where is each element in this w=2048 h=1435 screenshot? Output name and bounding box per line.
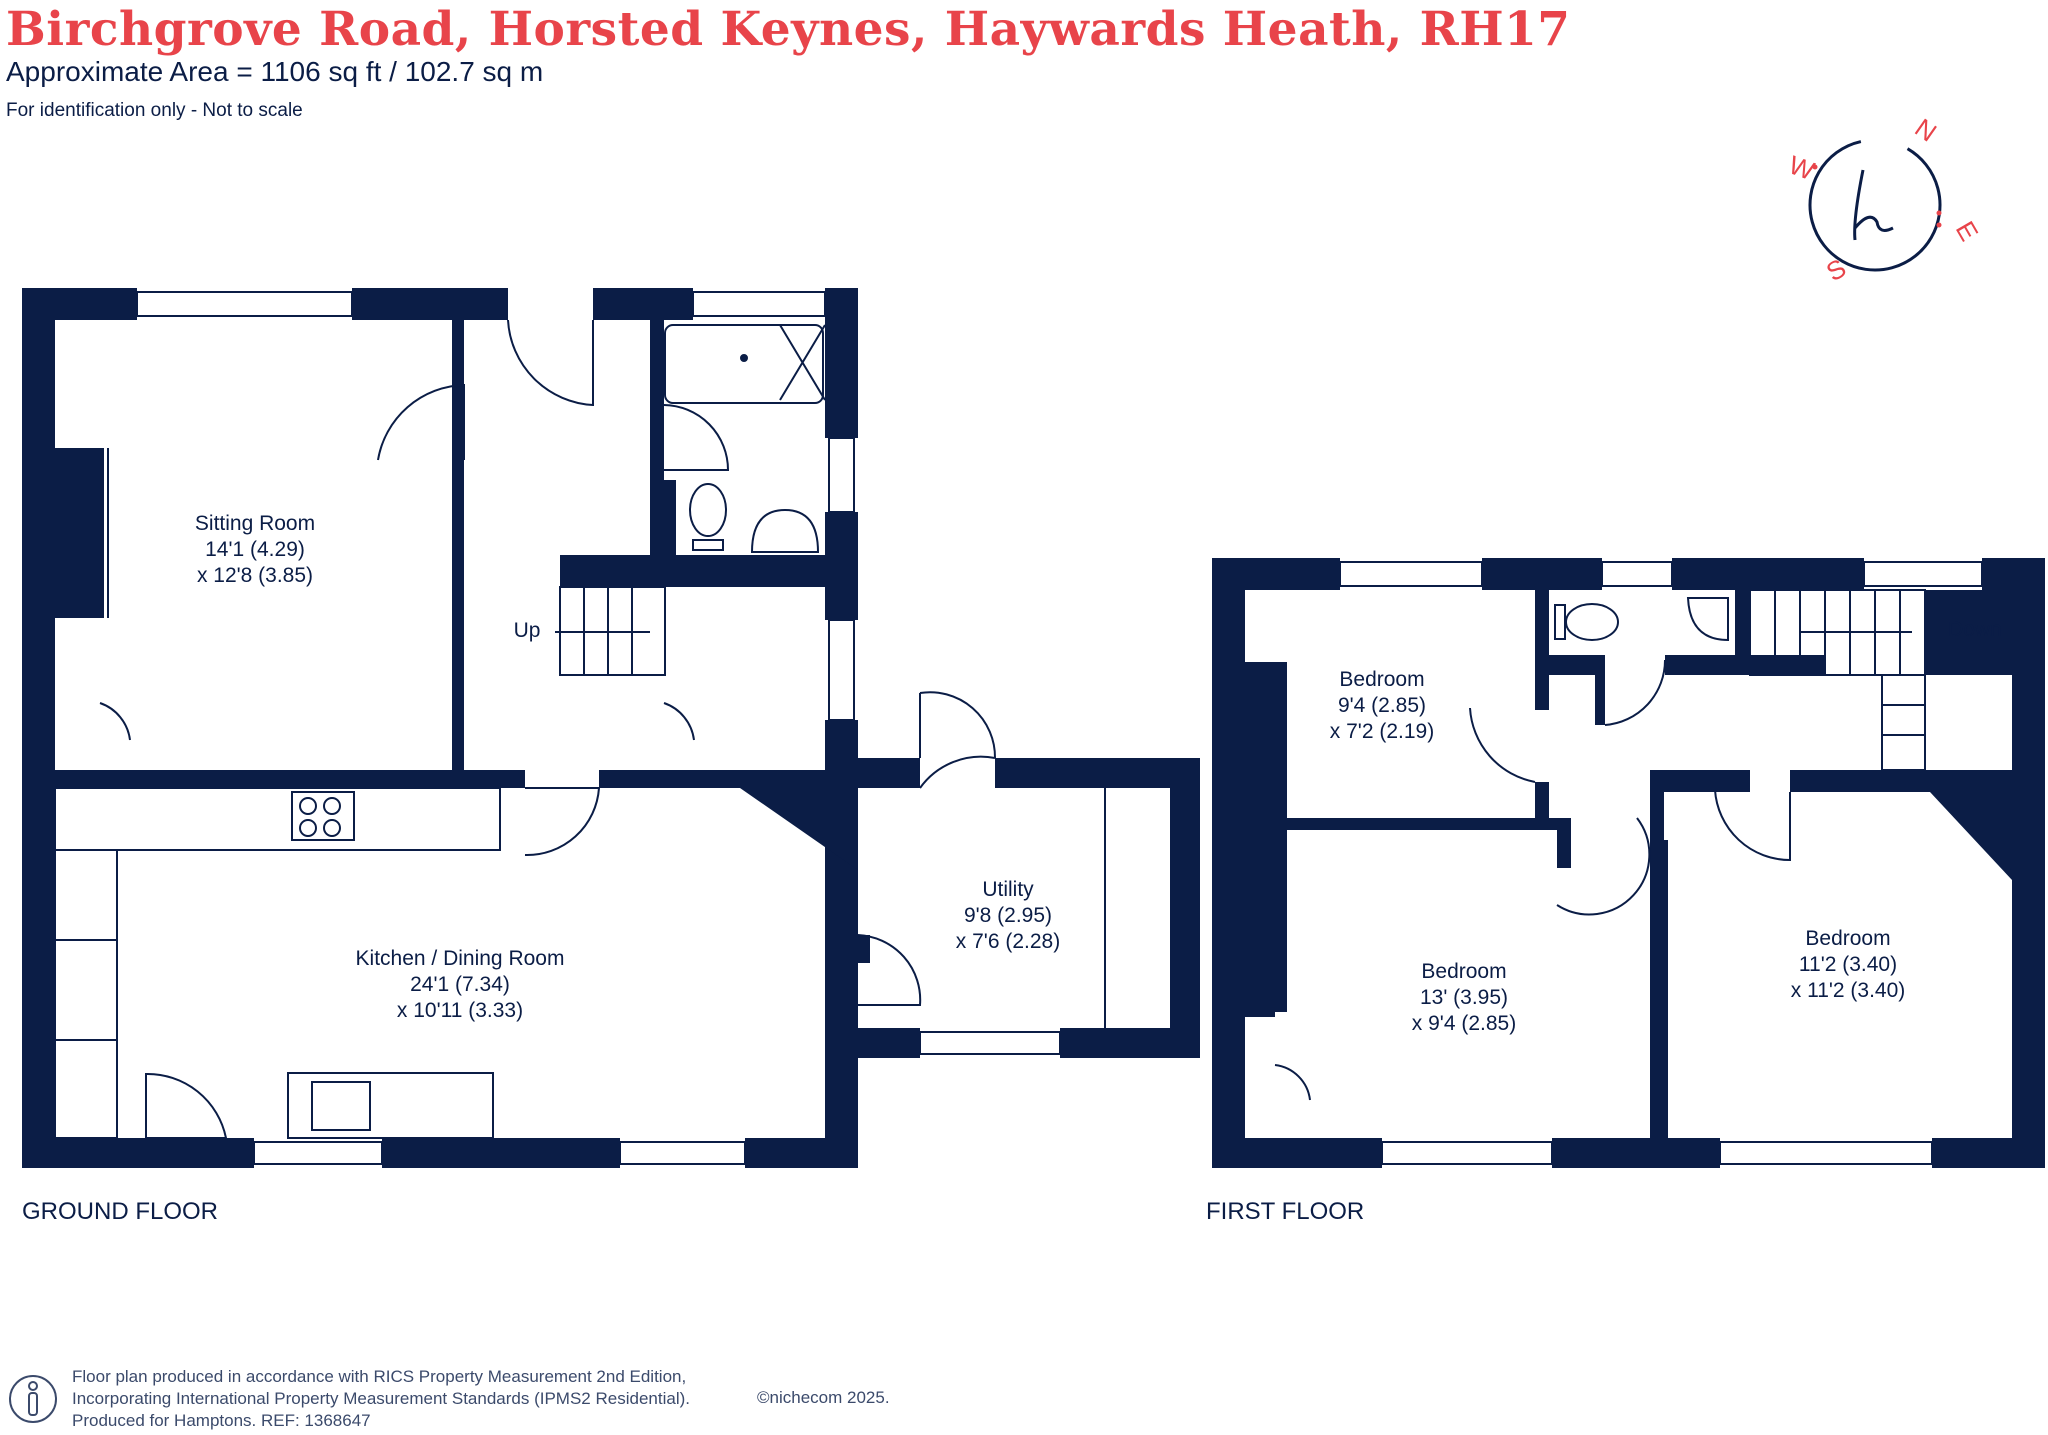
utility-name: Utility <box>982 878 1034 901</box>
kitchen-name: Kitchen / Dining Room <box>356 947 565 970</box>
bedroom3-name: Bedroom <box>1805 927 1890 950</box>
utility-size2: x 7'6 (2.28) <box>956 930 1060 953</box>
approximate-area: Approximate Area = 1106 sq ft / 102.7 sq… <box>6 56 544 87</box>
stairs-up-label: Up <box>514 619 541 642</box>
bedroom2-size1: 13' (3.95) <box>1420 986 1508 1009</box>
sitting-room-size2: x 12'8 (3.85) <box>197 564 313 587</box>
scale-note: For identification only - Not to scale <box>6 100 303 121</box>
kitchen-size2: x 10'11 (3.33) <box>397 999 523 1022</box>
stairs-down-label: Down <box>1948 618 2002 641</box>
ground-floor-label: GROUND FLOOR <box>22 1198 219 1225</box>
bedroom3-size1: 11'2 (3.40) <box>1799 953 1897 976</box>
utility-size1: 9'8 (2.95) <box>964 904 1052 927</box>
footer-line-2: Incorporating International Property Mea… <box>72 1389 690 1408</box>
person-info-icon <box>9 1375 57 1423</box>
kitchen-size1: 24'1 (7.34) <box>410 973 510 996</box>
property-title: Birchgrove Road, Horsted Keynes, Hayward… <box>6 2 1571 57</box>
footer-notes: Floor plan produced in accordance with R… <box>72 1366 690 1432</box>
bedroom1-name: Bedroom <box>1339 668 1424 691</box>
footer-line-3: Produced for Hamptons. REF: 1368647 <box>72 1411 371 1430</box>
bedroom2-name: Bedroom <box>1421 960 1506 983</box>
brand-credit: ©nichecom 2025. <box>757 1388 890 1407</box>
bedroom3-size2: x 11'2 (3.40) <box>1791 979 1906 1002</box>
compass-icon: N E S W <box>1785 112 1985 287</box>
bedroom1-size1: 9'4 (2.85) <box>1338 694 1426 717</box>
sitting-room-name: Sitting Room <box>195 512 315 535</box>
footer-line-1: Floor plan produced in accordance with R… <box>72 1367 687 1386</box>
sitting-room-size1: 14'1 (4.29) <box>205 538 305 561</box>
first-floor-label: FIRST FLOOR <box>1206 1198 1365 1225</box>
bedroom1-size2: x 7'2 (2.19) <box>1330 720 1434 743</box>
bedroom2-size2: x 9'4 (2.85) <box>1412 1012 1516 1035</box>
